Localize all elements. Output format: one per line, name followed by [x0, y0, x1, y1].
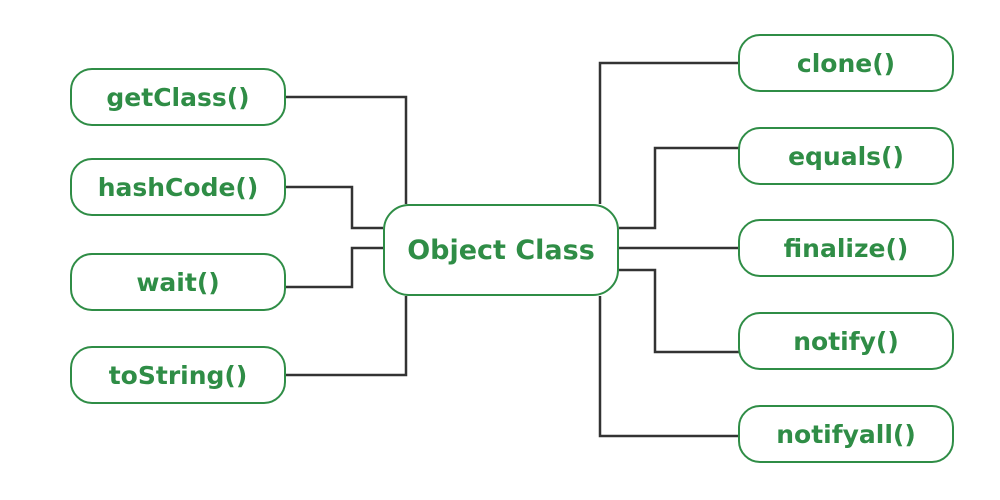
- finalize-label: finalize(): [783, 233, 909, 263]
- clone-label: clone(): [796, 48, 896, 78]
- getclass-label: getClass(): [106, 82, 250, 112]
- finalize-node[interactable]: finalize(): [738, 219, 954, 277]
- hashcode-node[interactable]: hashCode(): [70, 158, 286, 216]
- connector-getclass: [286, 95, 408, 204]
- getclass-node[interactable]: getClass(): [70, 68, 286, 126]
- notifyall-label: notifyall(): [776, 419, 916, 449]
- wait-label: wait(): [136, 267, 220, 297]
- clone-node[interactable]: clone(): [738, 34, 954, 92]
- notifyall-node[interactable]: notifyall(): [738, 405, 954, 463]
- object-class-label: Object Class: [407, 234, 595, 266]
- equals-node[interactable]: equals(): [738, 127, 954, 185]
- connector-notify: [619, 268, 740, 354]
- equals-label: equals(): [788, 141, 904, 171]
- object-class-node[interactable]: Object Class: [383, 204, 619, 296]
- wait-node[interactable]: wait(): [70, 253, 286, 311]
- connector-hashcode: [286, 185, 383, 230]
- connector-wait: [286, 246, 383, 289]
- connector-notifyall: [598, 296, 740, 438]
- connector-clone: [598, 61, 740, 204]
- tostring-label: toString(): [108, 360, 248, 390]
- tostring-node[interactable]: toString(): [70, 346, 286, 404]
- hashcode-label: hashCode(): [97, 172, 259, 202]
- connector-equals: [619, 146, 740, 230]
- notify-label: notify(): [793, 326, 899, 356]
- notify-node[interactable]: notify(): [738, 312, 954, 370]
- connector-tostring: [286, 296, 408, 377]
